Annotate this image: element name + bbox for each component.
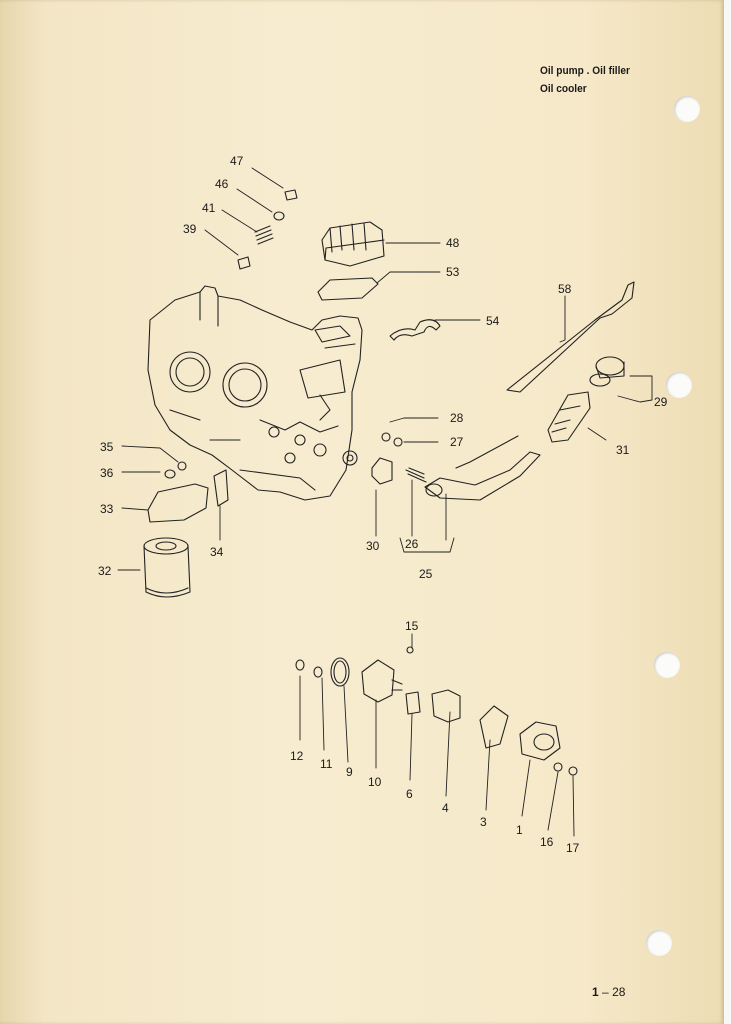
callout-3: 3	[480, 815, 487, 829]
callout-34: 34	[210, 545, 224, 559]
callout-6: 6	[406, 787, 413, 801]
binder-hole-3	[654, 652, 680, 678]
relief-valve-parts	[237, 189, 298, 270]
callout-16: 16	[540, 835, 554, 849]
filler-neck	[547, 391, 591, 443]
filter-flange	[147, 483, 209, 523]
callout-32: 32	[98, 564, 112, 578]
callout-9: 9	[346, 765, 353, 779]
callout-29: 29	[654, 395, 668, 409]
page-number: 1 – 28	[592, 985, 625, 999]
retaining-clip	[389, 319, 441, 341]
callout-1: 1	[516, 823, 523, 837]
callout-39: 39	[183, 222, 197, 236]
callout-54: 54	[486, 314, 500, 328]
page-chapter: 1	[592, 985, 599, 999]
dipstick	[506, 281, 635, 393]
callout-15: 15	[405, 619, 419, 633]
callout-26: 26	[405, 537, 419, 551]
callout-4: 4	[442, 801, 449, 815]
flange-gasket-34	[213, 469, 229, 507]
oil-filter	[143, 537, 191, 598]
callout-labels: 47 46 41 39 48 53 54 58 29 31 28 27 35 3…	[98, 154, 668, 855]
page-num: 28	[612, 985, 626, 999]
callout-46: 46	[215, 177, 229, 191]
callout-28: 28	[450, 411, 464, 425]
oil-pump-parts	[295, 646, 578, 776]
callout-33: 33	[100, 502, 114, 516]
page-title: Oil pump . Oil filler Oil cooler	[540, 62, 630, 98]
nut-35	[177, 461, 187, 471]
callout-47: 47	[230, 154, 244, 168]
callout-25: 25	[419, 567, 433, 581]
callout-27: 27	[450, 435, 464, 449]
cooler-gasket	[317, 277, 379, 301]
oil-cooler	[321, 221, 385, 267]
callout-36: 36	[100, 466, 114, 480]
callout-30: 30	[366, 539, 380, 553]
leader-lines	[117, 167, 653, 837]
engine-block	[147, 285, 363, 501]
binder-hole-2	[666, 372, 692, 398]
title-line-1: Oil pump . Oil filler	[540, 65, 630, 77]
callout-11: 11	[320, 757, 333, 771]
callout-41: 41	[202, 201, 216, 215]
washer-28	[381, 432, 391, 442]
flange-gasket	[371, 457, 393, 485]
callout-48: 48	[446, 236, 460, 250]
callout-17: 17	[566, 841, 580, 855]
callout-12: 12	[290, 749, 304, 763]
callout-53: 53	[446, 265, 460, 279]
callout-58: 58	[558, 282, 572, 296]
washer-36	[164, 469, 176, 479]
binder-hole-1	[674, 96, 700, 122]
filler-cap	[589, 356, 625, 387]
callout-10: 10	[368, 775, 382, 789]
page-separator: –	[602, 985, 609, 999]
callout-31: 31	[616, 443, 630, 457]
title-line-2: Oil cooler	[540, 83, 587, 95]
breather-pipe	[405, 435, 541, 501]
callout-35: 35	[100, 440, 114, 454]
nut-27	[393, 437, 403, 447]
binder-hole-4	[646, 930, 672, 956]
